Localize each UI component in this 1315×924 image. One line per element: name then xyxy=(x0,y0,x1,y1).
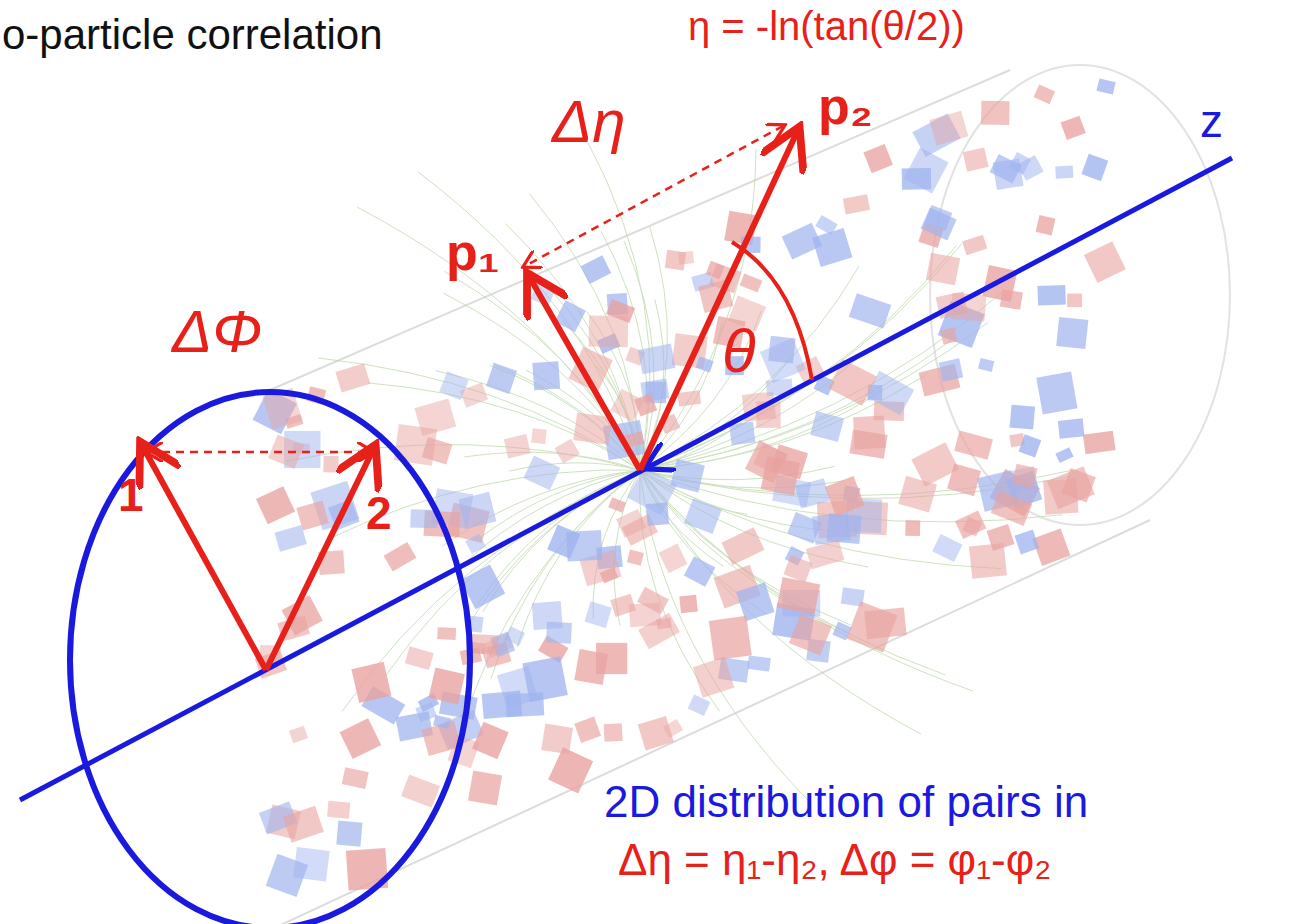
slide-title: o-particle correlation xyxy=(2,14,383,56)
axis-label: z xyxy=(1200,98,1223,144)
detector-cylinder xyxy=(270,65,1230,924)
momentum-vectors xyxy=(143,126,812,670)
caption-line: 2D distribution of pairs in xyxy=(604,780,1088,824)
calorimeter-cells xyxy=(253,79,1126,898)
transverse-ellipse xyxy=(70,392,470,924)
eta-formula: η = -ln(tan(θ/2)) xyxy=(688,6,965,46)
momentum-label: p₁ xyxy=(446,226,499,278)
particle-number: 2 xyxy=(366,490,392,536)
particle-tracks xyxy=(286,138,1073,803)
caption-line: Δη = η₁-η₂, Δφ = φ₁-φ₂ xyxy=(618,838,1051,882)
delta-eta-label: Δη xyxy=(552,92,626,152)
beam-axis xyxy=(20,158,1232,800)
delta-phi-label: ΔΦ xyxy=(172,302,262,362)
theta-label: θ xyxy=(722,320,756,382)
particle-number: 1 xyxy=(118,472,144,518)
axis-arrow xyxy=(648,440,700,467)
momentum-label: p₂ xyxy=(818,80,873,132)
